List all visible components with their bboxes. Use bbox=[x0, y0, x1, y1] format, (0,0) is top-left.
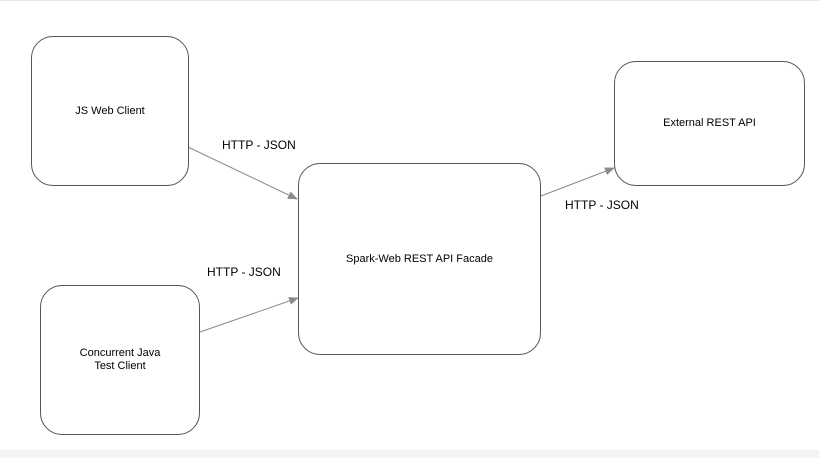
arrow-java-to-facade bbox=[199, 297, 299, 333]
node-concurrent-java-test-client-label: Concurrent Java Test Client bbox=[79, 347, 161, 372]
node-js-web-client-label: JS Web Client bbox=[75, 104, 145, 117]
arrow-facade-to-external bbox=[540, 167, 615, 197]
arrow-js-to-facade bbox=[187, 146, 298, 200]
node-concurrent-java-test-client[interactable]: Concurrent Java Test Client bbox=[40, 285, 200, 435]
node-spark-web-facade-label: Spark-Web REST API Facade bbox=[346, 252, 493, 265]
edge-label-facade-to-external: HTTP - JSON bbox=[565, 198, 639, 212]
bottom-strip bbox=[0, 450, 819, 458]
top-divider bbox=[0, 0, 819, 1]
node-external-rest-api-label: External REST API bbox=[663, 117, 756, 129]
edge-label-js-to-facade: HTTP - JSON bbox=[222, 138, 296, 152]
node-external-rest-api[interactable]: External REST API bbox=[614, 61, 805, 186]
node-js-web-client[interactable]: JS Web Client bbox=[31, 36, 189, 186]
node-spark-web-facade[interactable]: Spark-Web REST API Facade bbox=[298, 163, 541, 355]
edge-label-java-to-facade: HTTP - JSON bbox=[207, 265, 281, 279]
